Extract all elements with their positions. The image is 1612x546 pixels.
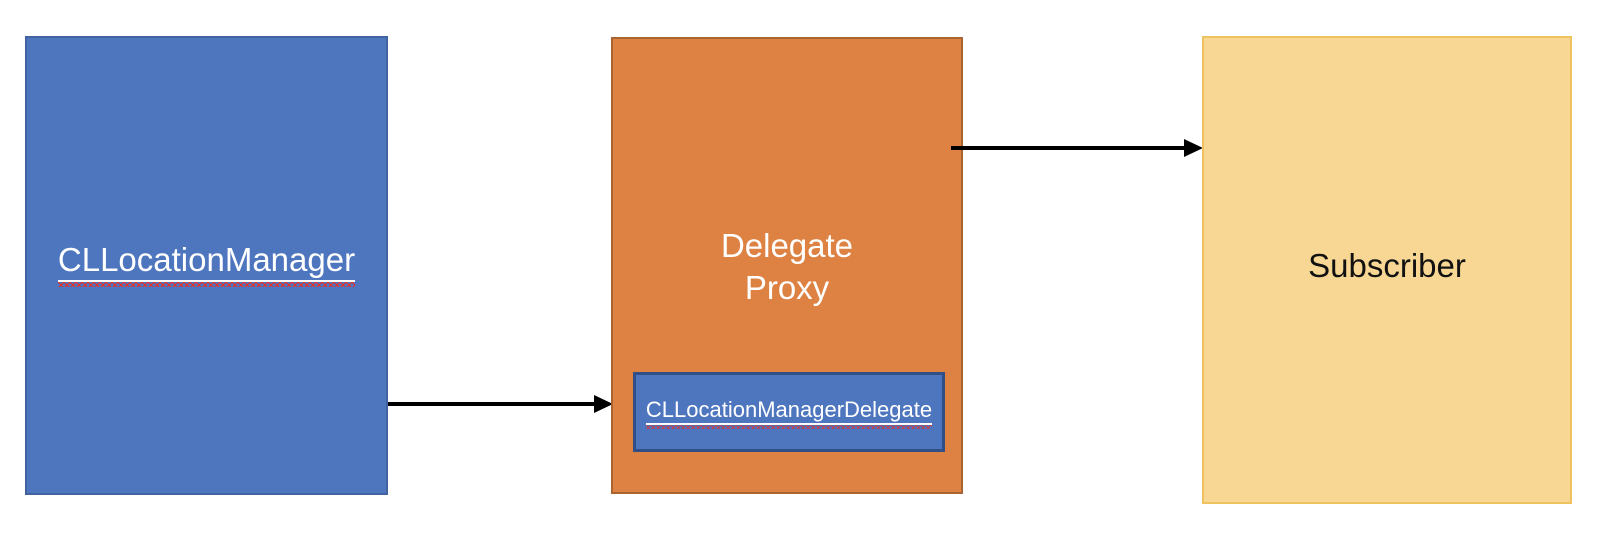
node-cllocationmanager[interactable]: CLLocationManager bbox=[25, 36, 388, 495]
node-subscriber[interactable]: Subscriber bbox=[1202, 36, 1572, 504]
node-cllocationmanagerdelegate[interactable]: CLLocationManagerDelegate bbox=[633, 372, 945, 452]
node-delegate-proxy[interactable]: Delegate Proxy CLLocationManagerDelegate bbox=[611, 37, 963, 494]
node-cllocationmanager-label: CLLocationManager bbox=[57, 241, 356, 288]
arrow-proxy-to-subscriber bbox=[951, 139, 1203, 157]
node-cllocationmanagerdelegate-label: CLLocationManagerDelegate bbox=[645, 397, 933, 430]
arrow-manager-to-proxy bbox=[388, 395, 613, 413]
node-subscriber-label: Subscriber bbox=[1308, 246, 1466, 284]
node-delegate-proxy-label: Delegate Proxy bbox=[720, 227, 854, 307]
